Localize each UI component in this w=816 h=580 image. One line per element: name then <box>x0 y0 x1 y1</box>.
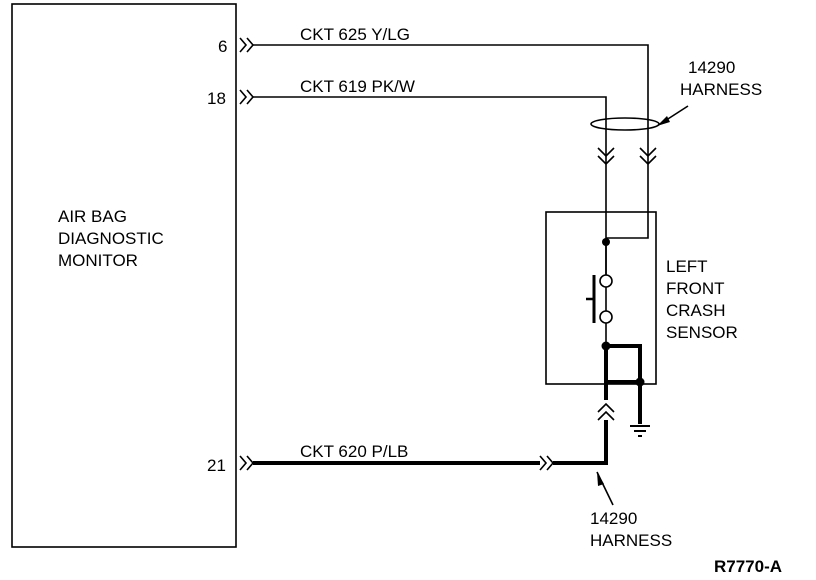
ckt-619-harness-connector-icon <box>597 147 615 166</box>
ckt-620-inline-connector-icon <box>539 455 555 471</box>
switch-actuator-icon <box>586 275 596 323</box>
monitor-label-line-1: AIR BAG <box>58 207 127 226</box>
bottom-harness-label: HARNESS <box>590 531 672 550</box>
monitor-label-line-3: MONITOR <box>58 251 138 270</box>
pin-6-connector-icon <box>239 37 255 53</box>
pin-21-connector-icon <box>239 455 255 471</box>
switch-contact-upper <box>599 274 613 288</box>
sensor-label-line-3: CRASH <box>666 301 726 320</box>
ckt-620-riser <box>553 420 608 465</box>
bottom-harness-number: 14290 <box>590 509 637 528</box>
ckt-625-wire <box>253 44 649 239</box>
pin-18-label: 18 <box>207 89 226 108</box>
ckt-619-wire <box>253 96 607 318</box>
crash-sensor-box <box>545 211 657 385</box>
pin-18-connector-icon <box>239 89 255 105</box>
bottom-harness-arrow-icon <box>597 472 604 486</box>
pin-21-label: 21 <box>207 456 226 475</box>
ckt-619-label: CKT 619 PK/W <box>300 77 415 96</box>
sensor-label-line-1: LEFT <box>666 257 708 276</box>
ckt-625-harness-connector-icon <box>639 147 657 166</box>
figure-id: R7770-A <box>714 557 782 576</box>
sensor-label-line-4: SENSOR <box>666 323 738 342</box>
sensor-exit-connector-icon <box>597 402 615 421</box>
sensor-bottom-bus <box>604 346 640 384</box>
pin-6-label: 6 <box>218 37 227 56</box>
switch-contact-lower <box>599 310 613 324</box>
sensor-label-line-2: FRONT <box>666 279 725 298</box>
sensor-ground-jumper <box>606 344 642 382</box>
top-harness-arrow-icon <box>657 116 670 126</box>
top-harness-number: 14290 <box>688 58 735 77</box>
ckt-620-label: CKT 620 P/LB <box>300 442 408 461</box>
ckt-625-label: CKT 625 Y/LG <box>300 25 410 44</box>
top-harness-label: HARNESS <box>680 80 762 99</box>
ground-icon <box>630 425 650 437</box>
monitor-label-line-2: DIAGNOSTIC <box>58 229 164 248</box>
diagnostic-monitor-box <box>11 3 237 548</box>
